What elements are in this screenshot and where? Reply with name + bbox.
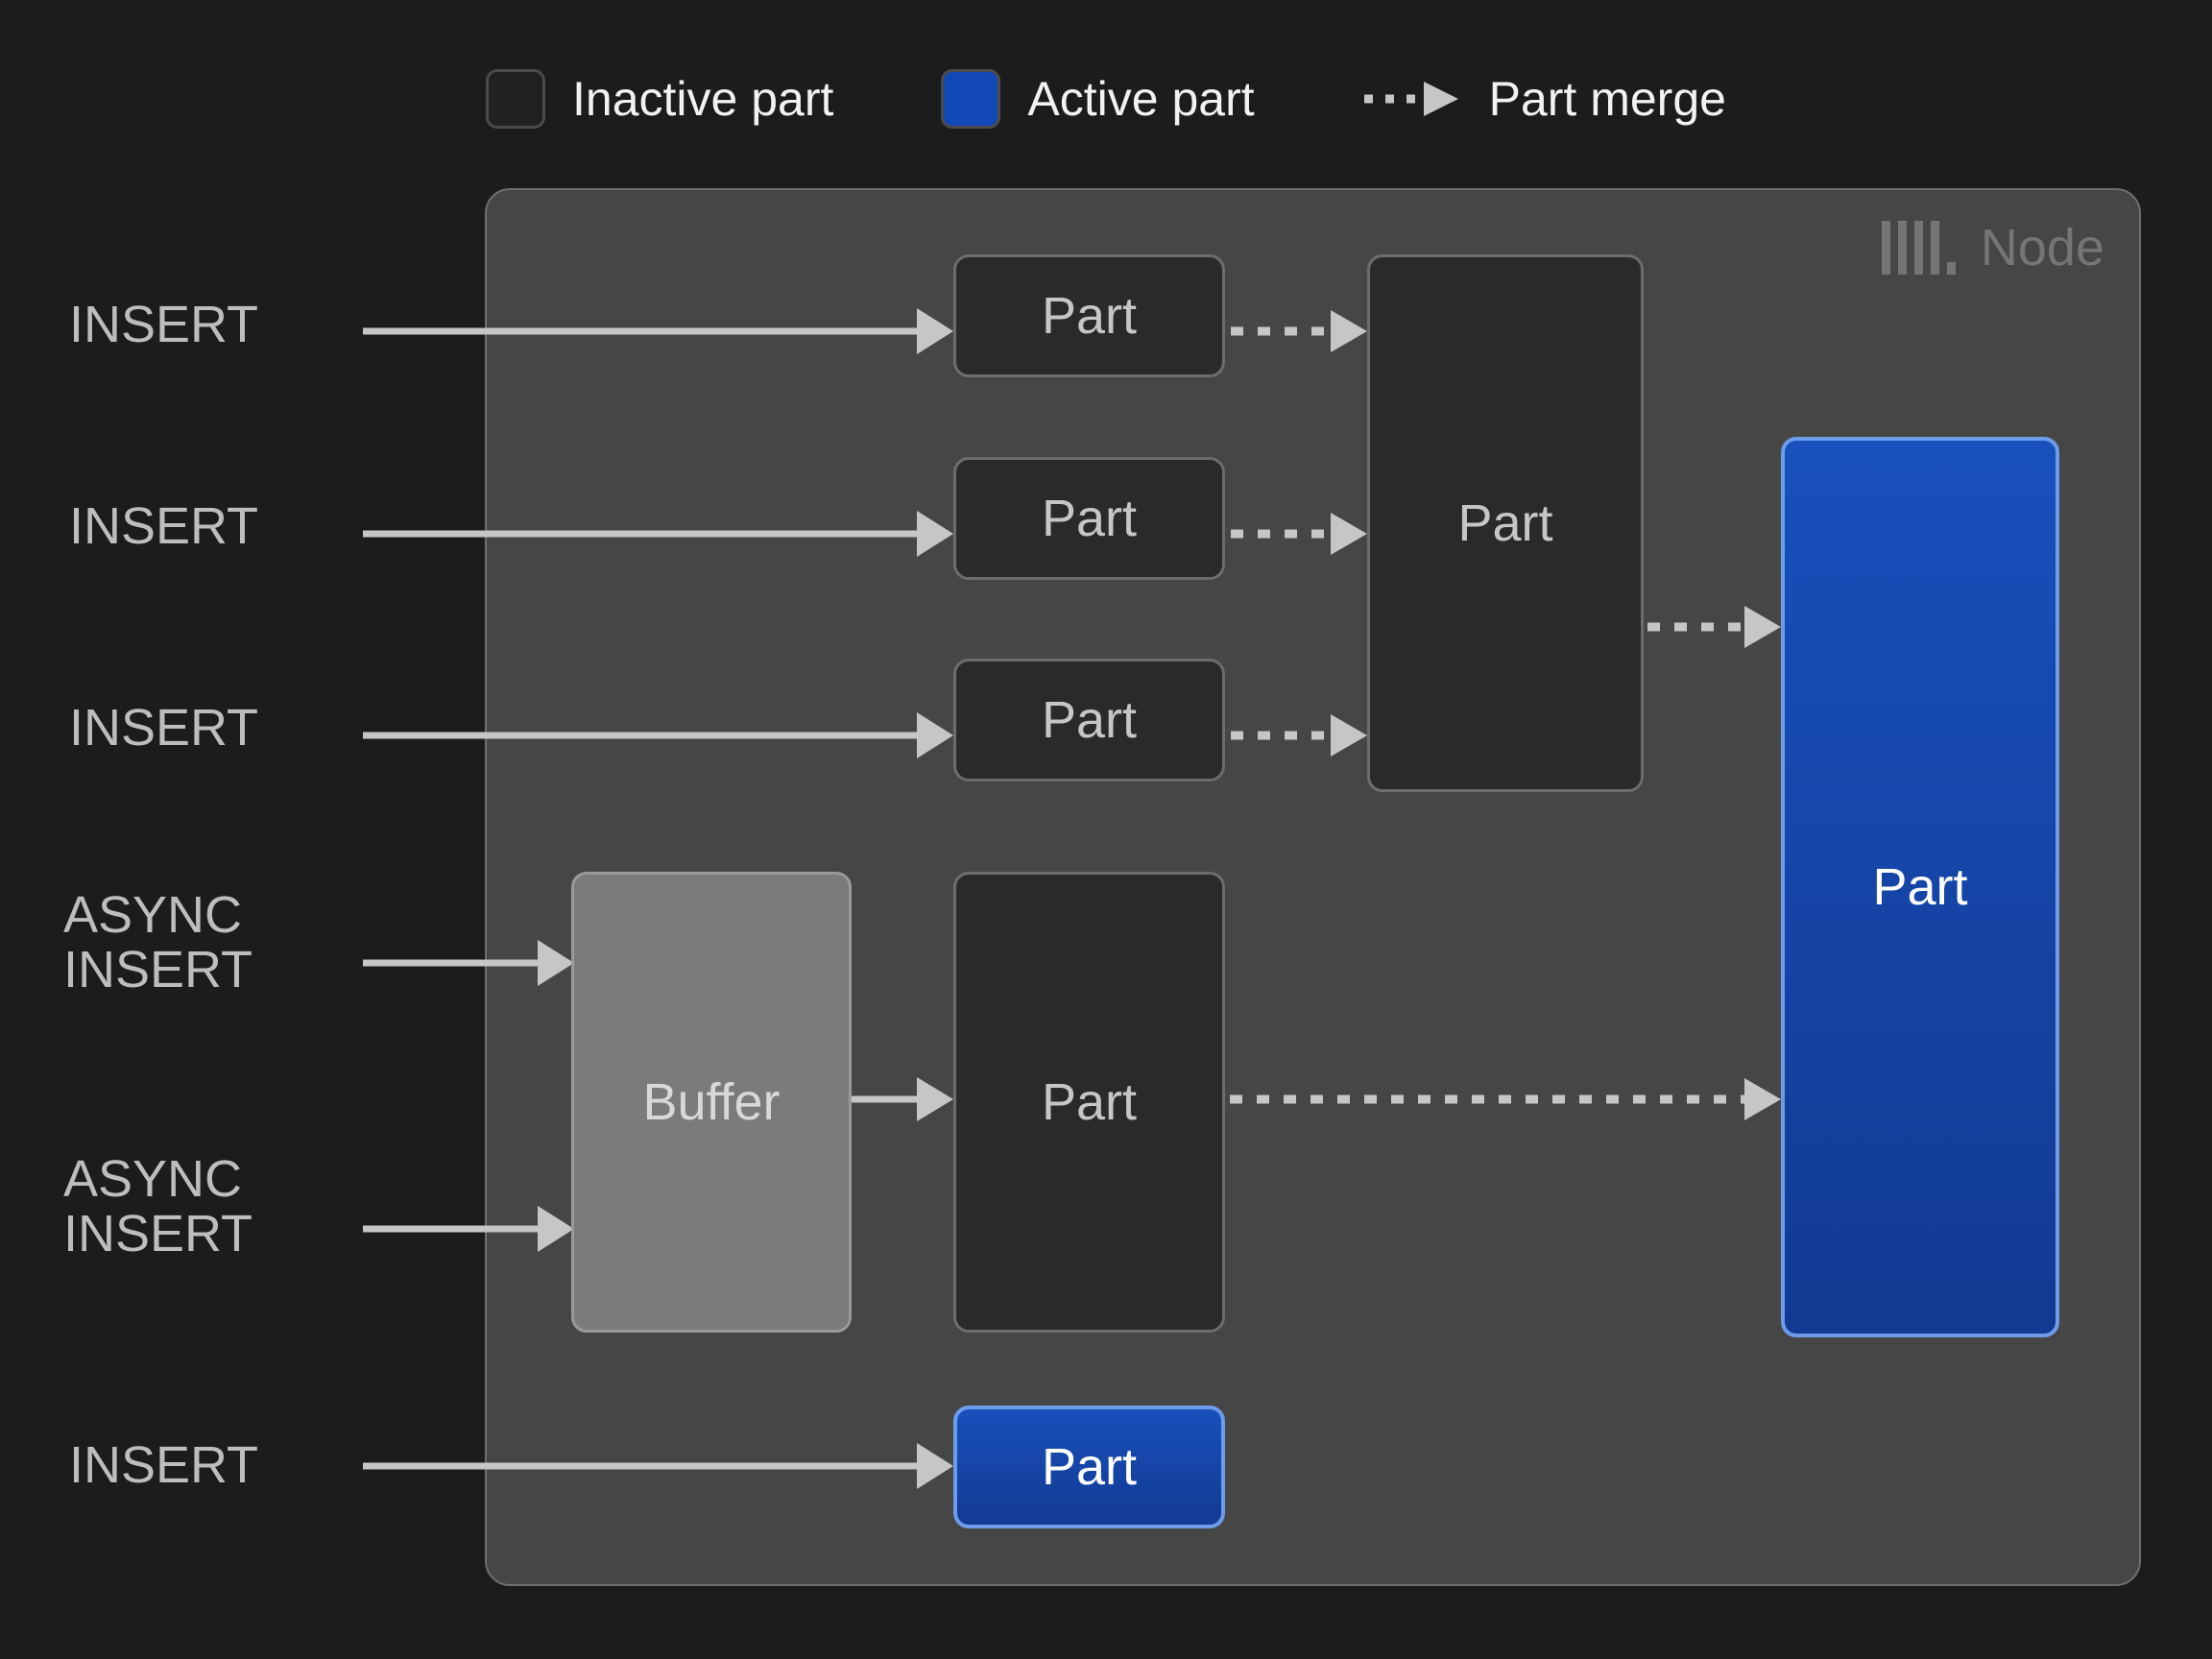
source-label-insert-4: INSERT [69, 1436, 259, 1494]
buffer-box[interactable]: Buffer [571, 872, 852, 1333]
dashed-arrow-icon [1363, 82, 1458, 116]
source-label-insert-3: INSERT [69, 699, 259, 757]
source-label-insert-2: INSERT [69, 497, 259, 555]
part-box-row-2[interactable]: Part [953, 457, 1225, 580]
async-part-box-label: Part [1041, 1073, 1138, 1131]
buffer-box-label: Buffer [642, 1073, 781, 1131]
part-box-row-2-label: Part [1041, 490, 1138, 547]
part-box-row-3[interactable]: Part [953, 659, 1225, 781]
active-part-box-large-label: Part [1872, 858, 1968, 916]
part-box-row-1-label: Part [1041, 287, 1138, 345]
active-part-swatch-icon [941, 69, 1001, 129]
legend: Inactive part Active part Part merge [0, 46, 2212, 152]
legend-label-part-merge: Part merge [1488, 72, 1726, 126]
active-part-box-small-label: Part [1041, 1438, 1138, 1496]
source-label-async-insert-2: ASYNC INSERT [63, 1150, 253, 1263]
legend-item-inactive-part: Inactive part [486, 69, 833, 129]
part-box-row-3-label: Part [1041, 691, 1138, 749]
clickhouse-logo-icon [1881, 221, 1956, 275]
source-label-async-insert-1: ASYNC INSERT [63, 886, 253, 999]
legend-item-active-part: Active part [941, 69, 1255, 129]
legend-label-inactive-part: Inactive part [572, 72, 834, 126]
source-label-insert-1: INSERT [69, 296, 259, 353]
active-part-box-small[interactable]: Part [953, 1406, 1225, 1528]
node-label: Node [1980, 219, 2104, 276]
part-box-row-1[interactable]: Part [953, 254, 1225, 377]
inactive-part-swatch-icon [486, 69, 546, 129]
async-part-box[interactable]: Part [953, 872, 1225, 1333]
merged-part-box[interactable]: Part [1367, 254, 1644, 792]
legend-item-part-merge: Part merge [1362, 75, 1726, 123]
merged-part-box-label: Part [1457, 494, 1553, 552]
node-badge: Node [1881, 219, 2104, 276]
active-part-box-large[interactable]: Part [1781, 437, 2059, 1337]
legend-label-active-part: Active part [1027, 72, 1255, 126]
